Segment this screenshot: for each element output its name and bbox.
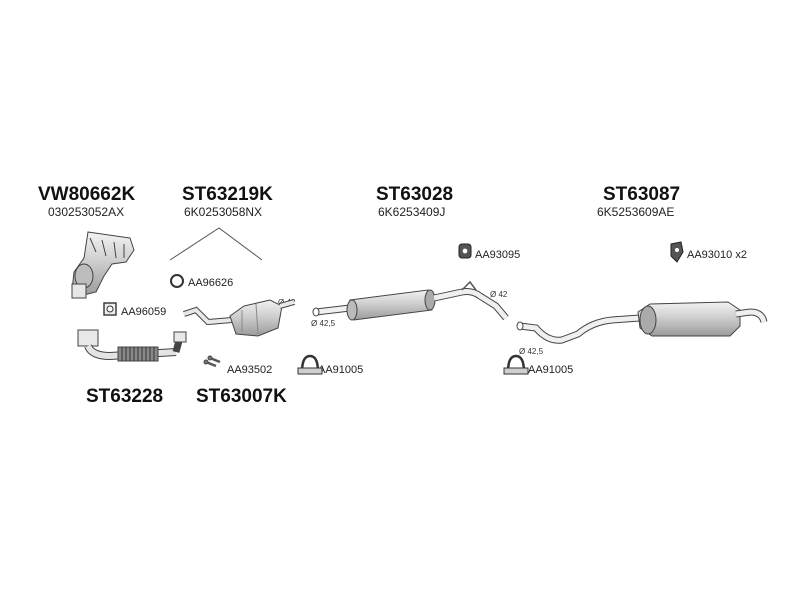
part-code-manifold: VW80662K — [38, 184, 136, 205]
part-code-middle-silencer: ST63028 — [376, 184, 454, 205]
gasket-square-icon — [103, 302, 117, 316]
clamp-2-icon — [503, 354, 529, 375]
accessory-label-hanger-2: AA93010 x2 — [687, 249, 747, 261]
part-code-rear-silencer: ST63087 — [603, 184, 681, 205]
oem-number-catalyst: 6K0253058NX — [184, 205, 263, 219]
diameter-label-middle-outlet: Ø 42 — [490, 290, 508, 299]
oem-number-middle-silencer: 6K6253409J — [378, 205, 446, 219]
part-code-mounting-kit: ST63007K — [196, 386, 287, 407]
diameter-label-rear-inlet: Ø 42,5 — [519, 347, 544, 356]
bolt-set-icon — [203, 355, 221, 368]
oem-number-manifold: 030253052AX — [48, 205, 125, 219]
accessory-label-clamp-1: AA91005 — [318, 364, 364, 376]
accessory-label-clamp-2: AA91005 — [528, 364, 574, 376]
gasket-ring-icon — [170, 274, 184, 288]
rear-silencer-icon — [516, 301, 768, 344]
rubber-hanger-1-icon — [458, 243, 472, 259]
oem-number-rear-silencer: 6K5253609AE — [597, 205, 675, 219]
part-code-catalyst: ST63219K — [182, 184, 273, 205]
accessory-label-hanger-1: AA93095 — [475, 249, 521, 261]
rubber-hanger-2-icon — [670, 241, 684, 263]
kit-bracket-lines — [169, 227, 263, 261]
diameter-label-middle-inlet: Ø 42,5 — [311, 319, 336, 328]
catalytic-converter-icon — [183, 299, 295, 337]
accessory-label-gasket-1: AA96626 — [188, 277, 234, 289]
middle-silencer-icon — [312, 280, 509, 321]
front-pipe-icon — [77, 329, 187, 362]
exhaust-manifold-icon — [71, 231, 135, 299]
part-code-front-pipe: ST63228 — [86, 386, 164, 407]
accessory-label-bolts: AA93502 — [227, 364, 273, 376]
clamp-1-icon — [297, 354, 323, 375]
accessory-label-gasket-2: AA96059 — [121, 306, 167, 318]
